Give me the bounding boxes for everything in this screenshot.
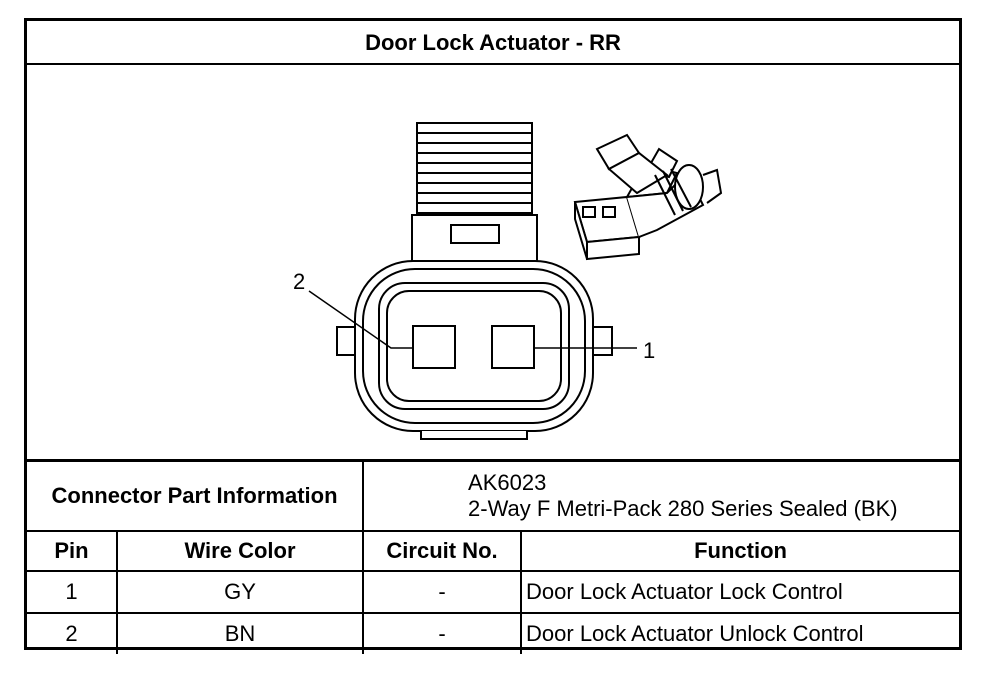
wire-color-cell: BN <box>115 612 365 654</box>
leader-pin-2 <box>308 290 413 349</box>
circuit-cell: - <box>362 612 523 654</box>
callout-pin-2: 2 <box>293 269 306 294</box>
connector-diagram: 2 1 <box>27 65 959 459</box>
connector-info-value: AK6023 2-Way F Metri-Pack 280 Series Sea… <box>362 459 960 532</box>
function-cell: Door Lock Actuator Unlock Control <box>520 612 960 654</box>
sheet-title: Door Lock Actuator - RR <box>27 21 959 65</box>
function-cell: Door Lock Actuator Lock Control <box>520 570 960 614</box>
housing-foot <box>420 431 528 440</box>
connector-isometric-view <box>573 133 723 261</box>
callout-pin-1: 1 <box>643 338 656 363</box>
connector-info-label: Connector Part Information <box>27 459 365 532</box>
connector-description: 2-Way F Metri-Pack 280 Series Sealed (BK… <box>468 496 898 521</box>
connector-sheet: Door Lock Actuator - RR <box>24 18 962 654</box>
table-row: 1 GY - Door Lock Actuator Lock Control <box>27 570 960 614</box>
header-wire-color: Wire Color <box>115 530 365 572</box>
tab-window <box>450 224 500 244</box>
wire-color-cell: GY <box>115 570 365 614</box>
header-circuit-no: Circuit No. <box>362 530 523 572</box>
connector-info-row: Connector Part Information AK6023 2-Way … <box>27 459 960 532</box>
header-pin: Pin <box>27 530 118 572</box>
pin-cell: 2 <box>27 612 118 654</box>
table-header-row: Pin Wire Color Circuit No. Function <box>27 530 960 572</box>
table-row: 2 BN - Door Lock Actuator Unlock Control <box>27 612 960 654</box>
pin-cell: 1 <box>27 570 118 614</box>
terminal-cavity-pin-2 <box>412 325 456 369</box>
connector-face-drawing <box>308 122 723 440</box>
part-number: AK6023 <box>468 470 547 495</box>
connector-table: Connector Part Information AK6023 2-Way … <box>27 459 960 654</box>
terminal-cavity-pin-1 <box>491 325 535 369</box>
header-function: Function <box>520 530 960 572</box>
circuit-cell: - <box>362 570 523 614</box>
